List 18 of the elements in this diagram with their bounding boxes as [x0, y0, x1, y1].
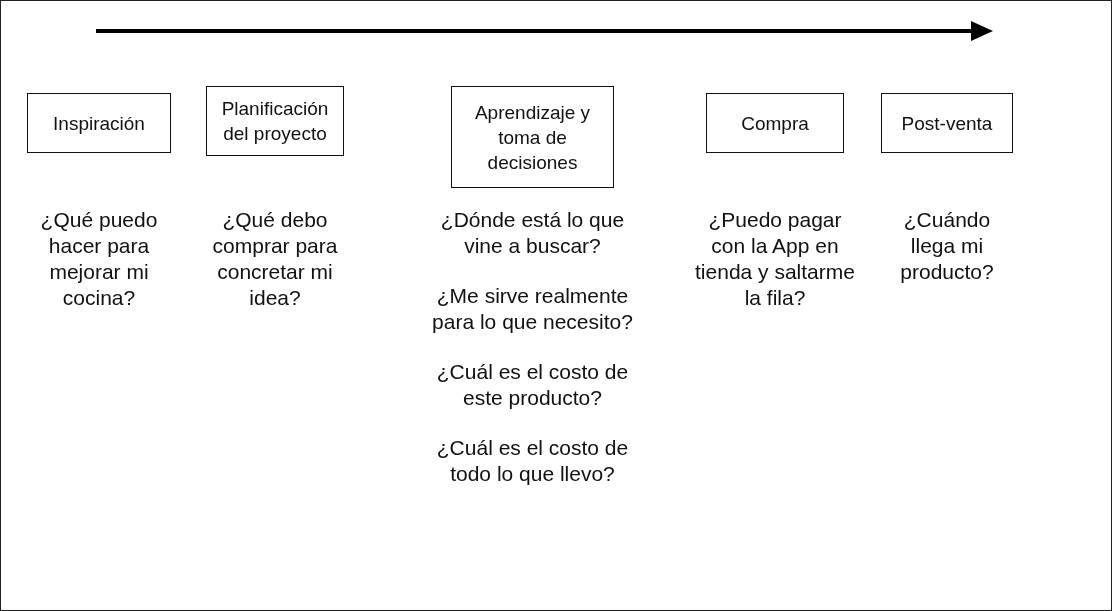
question-text: ¿Cuál es el costo de todo lo que llevo? [435, 435, 630, 487]
stage-box [451, 86, 614, 188]
stage-label: Aprendizaje y toma de decisiones [473, 100, 592, 175]
question-text: ¿Cuándo llega mi producto? [899, 207, 995, 285]
question-text: ¿Qué puedo hacer para mejorar mi cocina? [39, 207, 159, 311]
stage-box [706, 93, 844, 153]
stage-label: Compra [741, 111, 809, 136]
question-text: ¿Qué debo comprar para concretar mi idea? [211, 207, 339, 311]
question-text: ¿Cuál es el costo de este producto? [435, 359, 630, 411]
stage-label: Inspiración [53, 111, 145, 136]
stage-box [27, 93, 171, 153]
stage-label: Post-venta [901, 111, 993, 136]
question-text: ¿Me sirve realmente para lo que necesito? [431, 283, 634, 335]
stage-box [206, 86, 344, 156]
question-text: ¿Dónde está lo que vine a buscar? [439, 207, 626, 259]
stage-label: Planificación del proyecto [220, 97, 330, 146]
question-text: ¿Puedo pagar con la App en tienda y saltarme la fila? [695, 207, 855, 311]
stage-box [881, 93, 1013, 153]
